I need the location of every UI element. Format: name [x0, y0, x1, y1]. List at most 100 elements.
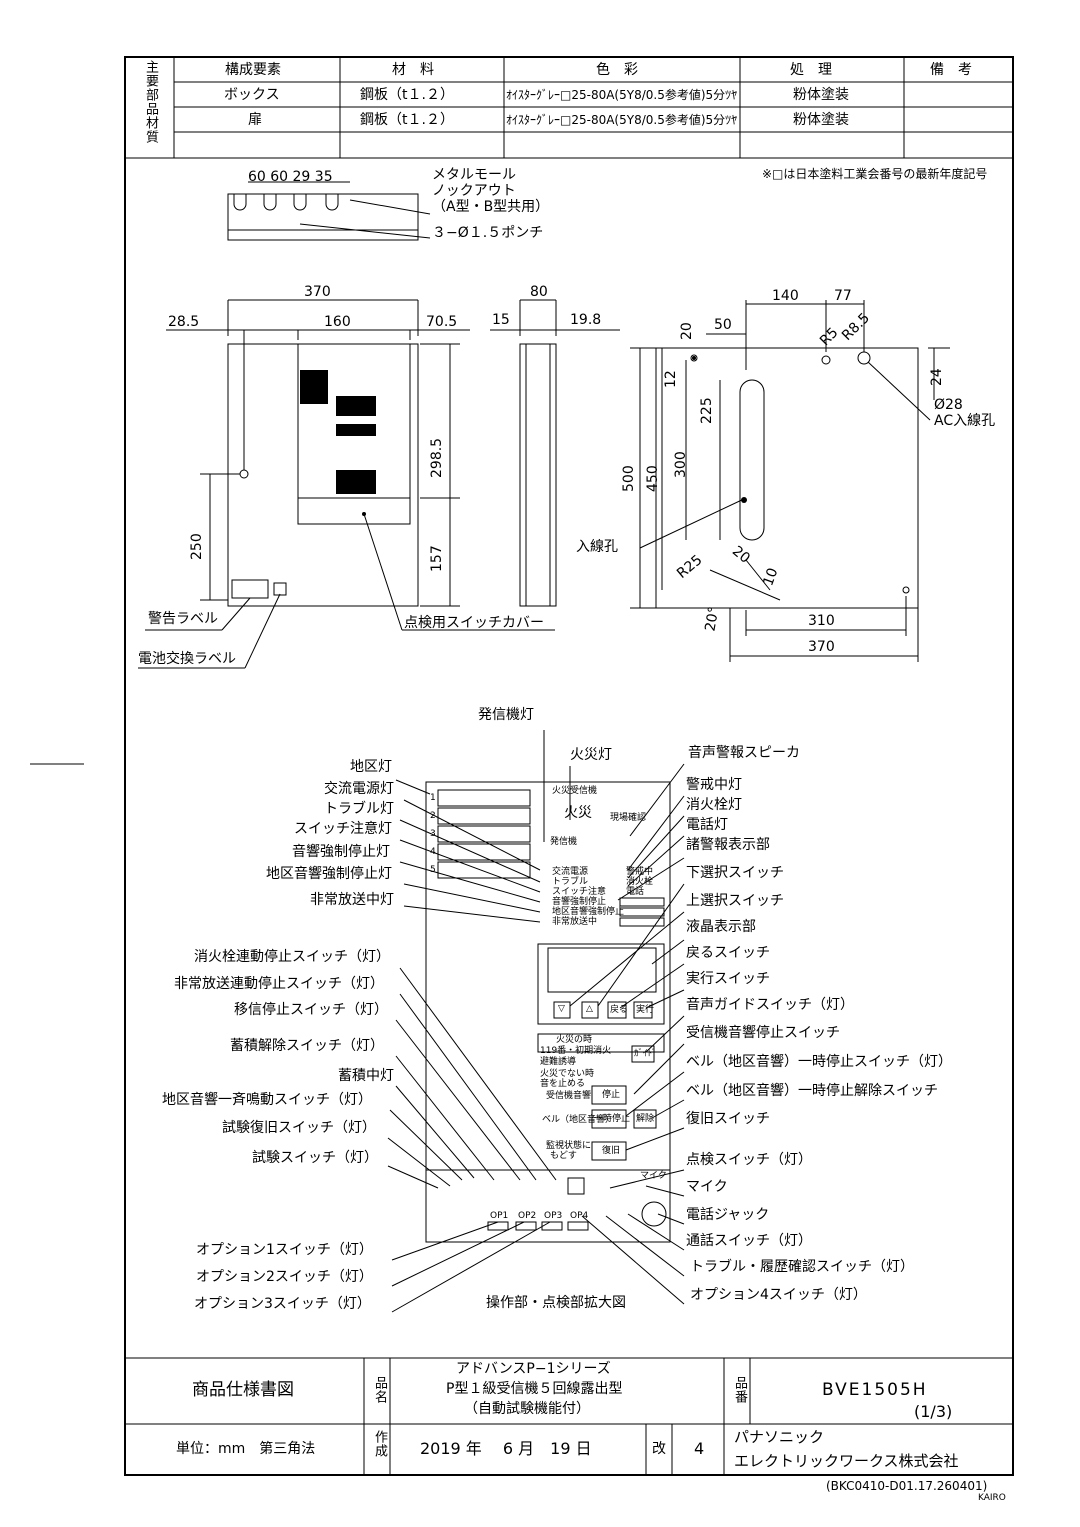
callout-mic: マイク [686, 1179, 728, 1195]
dim-back-24: 24 [929, 368, 945, 386]
name-label: 品名 [372, 1376, 387, 1404]
zone-number-2: 2 [430, 811, 436, 821]
callout-down-select: 下選択スイッチ [686, 865, 784, 881]
return-monitor-1: 監視状態に [546, 1141, 592, 1151]
option-3-button[interactable]: OP3 [544, 1211, 563, 1221]
doc-type: 商品仕様書図 [192, 1380, 294, 1400]
panel-field-confirm: 現場確認 [610, 813, 647, 823]
callout-sound-stop-lamp: 音響強制停止灯 [292, 844, 390, 860]
dim-back-12: 12 [663, 370, 679, 388]
dim-back-225: 225 [699, 397, 715, 424]
callout-sender-lamp: 発信機灯 [478, 707, 534, 723]
option-2-button[interactable]: OP2 [518, 1211, 537, 1221]
material-side-label: 主要部品材質 [143, 60, 158, 144]
callout-broadcast-interlock-switch: 非常放送連動停止スイッチ（灯） [174, 976, 384, 992]
guide-button[interactable]: ｶﾞｲﾄﾞ [634, 1049, 657, 1059]
table-row-door-component: 扉 [248, 112, 262, 128]
creation-date: 2019 年 6 月 19 日 [420, 1439, 592, 1458]
callout-bell-temp-stop-release: ベル（地区音響）一時停止解除スイッチ [686, 1083, 938, 1099]
release-button[interactable]: 解除 [636, 1114, 655, 1124]
bell-section-label: ベル（地区音響） [542, 1115, 615, 1125]
rev-number: 4 [694, 1439, 705, 1458]
back-button[interactable]: 戻る [610, 1005, 629, 1015]
callout-option4-switch: オプション4スイッチ（灯） [690, 1287, 867, 1303]
dim-front-right: 70.5 [426, 314, 458, 330]
callout-alert-lamp: 警戒中灯 [686, 777, 742, 793]
panel-title-small: 火災受信機 [552, 786, 598, 796]
down-select-icon[interactable]: ▽ [558, 1004, 565, 1014]
dim-side-d1: 15 [492, 312, 510, 328]
warning-label: 警告ラベル [148, 611, 218, 627]
dim-back-310: 310 [808, 613, 835, 629]
callout-receiver-sound-stop: 受信機音響停止スイッチ [686, 1025, 840, 1041]
temp-stop-button[interactable]: 一時停止 [594, 1114, 631, 1124]
zone-number-5: 5 [430, 865, 436, 875]
footer-code: (BKC0410-D01.17.260401) [826, 1479, 988, 1493]
date-label: 作成 [372, 1430, 387, 1458]
panel-right-lamp-phone: 電話 [626, 887, 645, 897]
product-name-2: P型１級受信機５回線露出型 [446, 1381, 623, 1397]
option-1-button[interactable]: OP1 [490, 1211, 509, 1221]
zone-number-3: 3 [430, 829, 436, 839]
table-row-box-treatment: 粉体塗装 [793, 87, 849, 103]
zone-number-4: 4 [430, 847, 436, 857]
mic-small-label: マイク [640, 1171, 667, 1181]
callout-test-switch: 試験スイッチ（灯） [252, 1150, 378, 1166]
dim-back-angle: 20° [702, 605, 723, 633]
up-select-icon[interactable]: △ [586, 1004, 593, 1014]
enlarged-caption: 操作部・点検部拡大図 [486, 1295, 626, 1311]
callout-zone-sound-stop-lamp: 地区音響強制停止灯 [266, 866, 392, 882]
panel-sender: 発信機 [550, 837, 578, 847]
dim-side-depth: 80 [530, 284, 548, 300]
dim-back-500: 500 [621, 465, 637, 492]
callout-option3-switch: オプション3スイッチ（灯） [194, 1296, 371, 1312]
table-row-box-component: ボックス [224, 87, 280, 103]
company-2: エレクトリックワークス株式会社 [734, 1452, 959, 1470]
callout-hydrant-lamp: 消火栓灯 [686, 797, 742, 813]
callout-phone-lamp: 電話灯 [686, 817, 728, 833]
ac-entry-label: AC入線孔 [934, 413, 996, 429]
option-4-button[interactable]: OP4 [570, 1211, 589, 1221]
panel-lamp-switch-caution: スイッチ注意 [552, 887, 607, 897]
number-label: 品番 [732, 1376, 747, 1404]
callout-voice-guide-switch: 音声ガイドスイッチ（灯） [686, 997, 854, 1013]
table-row-box-color: ｵｲｽﾀｰｸﾞﾚｰ□25-80A(5Y8/0.5参考値)5分ﾂﾔ [506, 88, 738, 102]
callout-speaker: 音声警報スピーカ [688, 745, 800, 761]
panel-lamp-zone-sound-stop: 地区音響強制停止 [552, 907, 625, 917]
callout-lcd: 液晶表示部 [686, 919, 756, 935]
table-header-treatment: 処 理 [790, 62, 832, 78]
table-header-color: 色 彩 [596, 62, 638, 78]
callout-back-switch: 戻るスイッチ [686, 945, 770, 961]
dim-back-20: 20 [679, 322, 695, 340]
callout-reset-switch: 復旧スイッチ [686, 1111, 770, 1127]
callout-broadcast-lamp: 非常放送中灯 [310, 892, 394, 908]
sheet-number: (1/3) [914, 1402, 953, 1421]
top-view-dims: 60 60 29 35 [248, 169, 333, 185]
dim-back-450: 450 [645, 465, 661, 492]
callout-option1-switch: オプション1スイッチ（灯） [196, 1242, 373, 1258]
exec-button[interactable]: 実行 [636, 1005, 655, 1015]
battery-label: 電池交換ラベル [138, 651, 236, 667]
dim-back-50: 50 [714, 317, 732, 333]
reset-button[interactable]: 復旧 [602, 1146, 621, 1156]
table-row-door-color: ｵｲｽﾀｰｸﾞﾚｰ□25-80A(5Y8/0.5参考値)5分ﾂﾔ [506, 113, 738, 127]
stop-button[interactable]: 停止 [602, 1090, 621, 1100]
callout-up-select: 上選択スイッチ [686, 893, 784, 909]
dim-front-center: 160 [324, 314, 351, 330]
knockout-label-2: ノックアウト [432, 183, 516, 199]
product-name-3: （自動試験機能付） [464, 1401, 590, 1417]
product-number: BVE1505H [822, 1380, 928, 1400]
callout-zone-sound-all-switch: 地区音響一斉鳴動スイッチ（灯） [162, 1092, 372, 1108]
drawing-frame [124, 56, 1014, 1476]
callout-switch-caution-lamp: スイッチ注意灯 [294, 821, 392, 837]
footer-kairo: KAIRO [978, 1493, 1006, 1503]
company-1: パナソニック [734, 1428, 825, 1446]
fire-box-line-1: 火災の時 [556, 1035, 593, 1045]
dim-back-77: 77 [834, 288, 852, 304]
panel-fire: 火災 [564, 805, 592, 821]
paint-note: ※□は日本塗料工業会番号の最新年度記号 [762, 167, 988, 181]
callout-trouble-history-switch: トラブル・履歴確認スイッチ（灯） [690, 1259, 914, 1275]
callout-exec-switch: 実行スイッチ [686, 971, 770, 987]
panel-right-lamp-hydrant: 消火栓 [626, 877, 654, 887]
